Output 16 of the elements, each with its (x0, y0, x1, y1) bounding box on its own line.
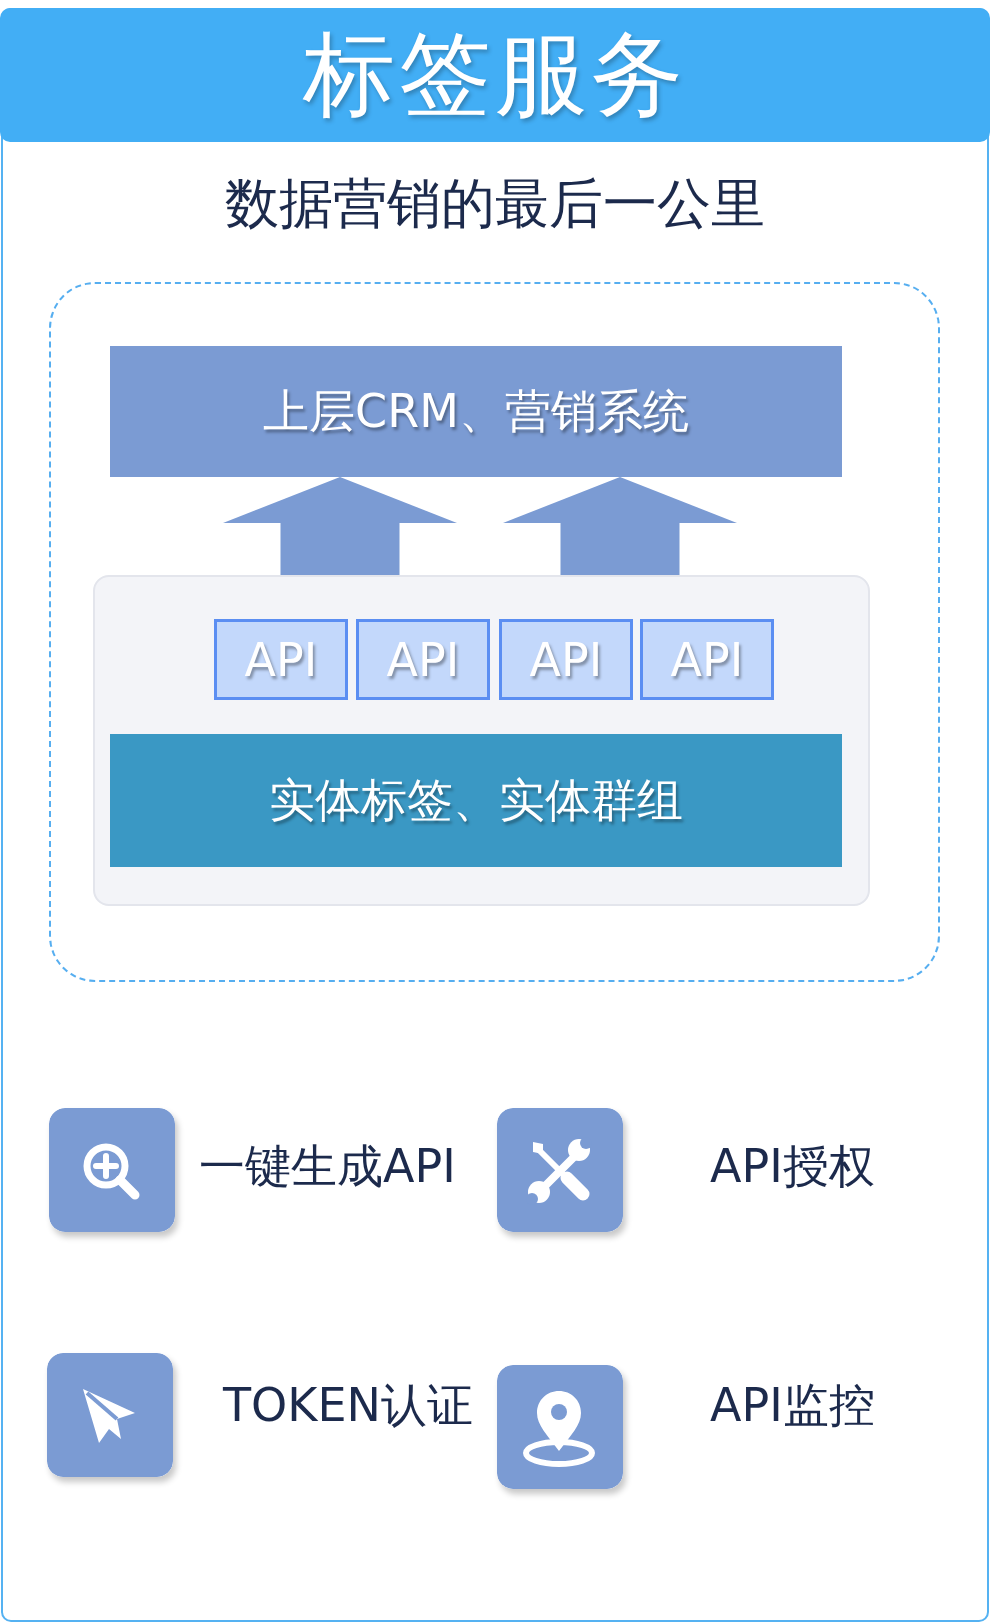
feature-label: API授权 (710, 1138, 875, 1195)
entity-box: 实体标签、实体群组 (110, 734, 842, 867)
feature-label: 一键生成API (199, 1138, 456, 1195)
subtitle: 数据营销的最后一公里 (225, 170, 765, 237)
system-box: 上层CRM、营销系统 (110, 346, 842, 477)
block-arrow (503, 477, 737, 575)
feature-label: TOKEN认证 (223, 1377, 473, 1434)
api-box: API (356, 619, 490, 700)
feature-label: API监控 (710, 1377, 875, 1434)
header-banner: 标签服务 (0, 8, 990, 142)
api-box: API (499, 619, 633, 700)
api-box: API (640, 619, 774, 700)
api-box: API (214, 619, 348, 700)
block-arrow (223, 477, 457, 575)
layer-panel (93, 575, 870, 906)
dashed-container (49, 282, 940, 982)
